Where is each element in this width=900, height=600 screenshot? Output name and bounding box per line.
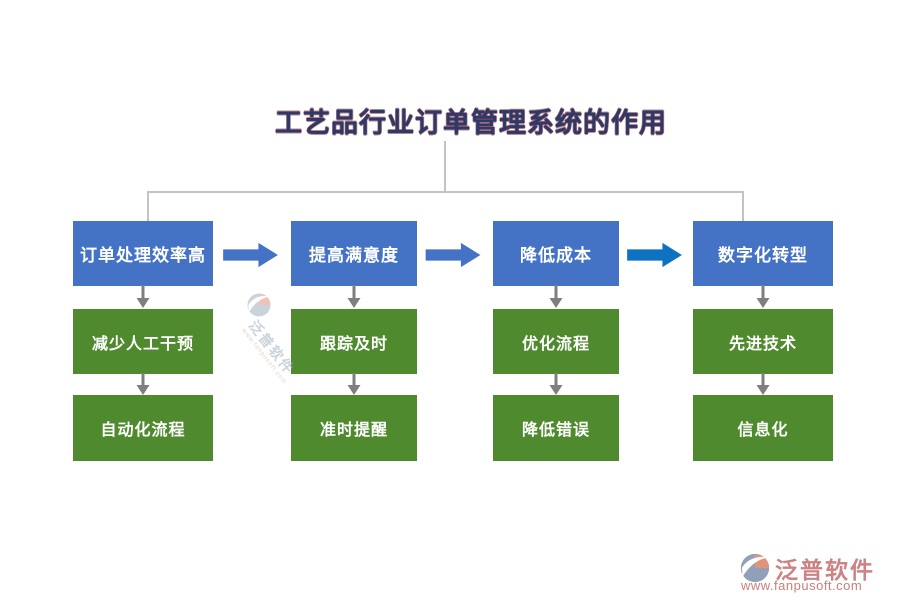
arrow-down-icon [134, 285, 152, 309]
header-box-order-efficiency: 订单处理效率高 [73, 221, 213, 286]
header-box-label: 降低成本 [520, 246, 592, 265]
arrow-down-icon [345, 285, 363, 309]
step-box-label: 先进技术 [728, 335, 797, 353]
step-box: 自动化流程 [73, 395, 213, 461]
header-box-label: 数字化转型 [718, 246, 808, 265]
arrow-down-icon [134, 373, 152, 396]
step-box: 准时提醒 [291, 395, 417, 461]
connector-line-vertical-top [444, 141, 446, 192]
step-box: 降低错误 [493, 395, 619, 461]
connector-line-drop-right [742, 191, 744, 222]
arrow-down-icon [754, 373, 772, 396]
step-box: 跟踪及时 [291, 309, 417, 374]
brand-footer: 泛普软件 www.fanpusoft.com [739, 551, 897, 597]
arrow-down-icon [547, 373, 565, 396]
header-box-digital-transformation: 数字化转型 [693, 221, 833, 286]
step-box-label: 信息化 [737, 422, 789, 439]
arrow-right-icon [626, 242, 684, 268]
fanpu-logo-icon [740, 553, 770, 583]
step-box: 先进技术 [693, 309, 833, 374]
step-box-label: 准时提醒 [319, 422, 388, 439]
step-box: 信息化 [693, 395, 833, 461]
fanpu-logo-icon [247, 293, 271, 317]
step-box-label: 降低错误 [521, 422, 590, 439]
header-box-label: 提高满意度 [309, 246, 399, 265]
step-box-label: 跟踪及时 [319, 335, 388, 353]
brand-name: 泛普软件 [775, 557, 875, 583]
step-box-label: 优化流程 [521, 335, 590, 353]
page-title: 工艺品行业订单管理系统的作用 [275, 108, 667, 138]
header-box-cost-reduction: 降低成本 [493, 221, 619, 286]
step-box-label: 减少人工干预 [91, 335, 194, 353]
header-box-label: 订单处理效率高 [80, 246, 206, 265]
watermark-url-text: www.fanpusoft.com [240, 327, 288, 386]
connector-line-drop-left [147, 191, 149, 222]
arrow-right-icon [221, 242, 281, 268]
step-box: 减少人工干预 [73, 309, 213, 374]
header-box-satisfaction: 提高满意度 [291, 221, 417, 286]
step-box-label: 自动化流程 [100, 422, 186, 439]
arrow-right-icon [424, 242, 483, 268]
step-box: 优化流程 [493, 309, 619, 374]
arrow-down-icon [345, 373, 363, 396]
brand-url: www.fanpusoft.com [741, 578, 863, 593]
arrow-down-icon [754, 285, 772, 309]
arrow-down-icon [547, 285, 565, 309]
connector-line-horizontal [147, 191, 744, 193]
